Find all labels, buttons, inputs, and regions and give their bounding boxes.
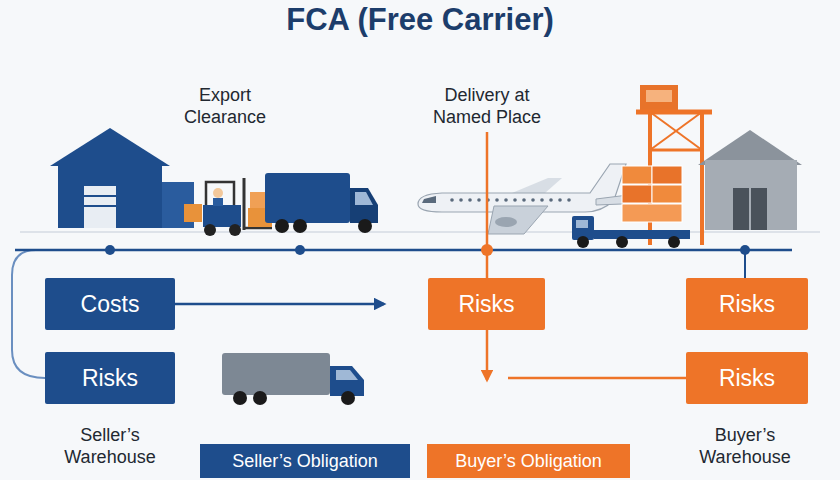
risk-line bbox=[508, 377, 686, 380]
wheel bbox=[293, 219, 307, 233]
delivery-marker bbox=[486, 132, 489, 280]
wheel bbox=[233, 391, 247, 405]
wheel bbox=[616, 236, 628, 248]
truck-window bbox=[336, 370, 358, 380]
legend-text: Seller’s Obligation bbox=[232, 451, 377, 472]
place-label: Delivery at Named Place bbox=[422, 84, 552, 128]
buyer-warehouse-icon bbox=[698, 130, 802, 230]
warehouse-door bbox=[84, 186, 116, 228]
container-stack bbox=[622, 166, 682, 222]
wheel bbox=[668, 236, 680, 248]
wheel bbox=[253, 391, 267, 405]
driver-body bbox=[213, 198, 223, 206]
warehouse-door bbox=[733, 188, 767, 230]
crane-brace bbox=[650, 112, 702, 150]
cost-arrow bbox=[175, 303, 384, 306]
obligation-box: Costs bbox=[45, 278, 175, 330]
crane-brace bbox=[650, 149, 702, 152]
fuselage bbox=[418, 164, 626, 212]
wheel bbox=[358, 219, 372, 233]
far-wing bbox=[512, 178, 562, 193]
seller-warehouse-icon bbox=[50, 128, 194, 228]
risk-transfer-arrow bbox=[486, 330, 489, 380]
legend-swatch: Seller’s Obligation bbox=[200, 444, 410, 478]
box-label: Risks bbox=[82, 365, 138, 392]
truck-cab bbox=[350, 188, 378, 223]
wheel bbox=[577, 236, 589, 248]
legend-swatch: Buyer’s Obligation bbox=[427, 444, 630, 478]
truck-trailer bbox=[222, 353, 330, 395]
place-label: Export Clearance bbox=[165, 84, 285, 128]
wheel bbox=[204, 224, 216, 236]
airplane-icon bbox=[418, 164, 628, 234]
delivery-truck-icon bbox=[572, 216, 690, 248]
wheel bbox=[341, 391, 355, 405]
cockpit bbox=[422, 196, 436, 203]
timeline-dot bbox=[740, 245, 750, 255]
warehouse-roof bbox=[698, 130, 802, 165]
box-label: Risks bbox=[719, 291, 775, 318]
truck-window bbox=[576, 220, 588, 228]
door-stripe bbox=[84, 195, 116, 197]
truck-trailer bbox=[265, 173, 350, 223]
cargo-box bbox=[184, 204, 202, 222]
door-stripe bbox=[84, 205, 116, 207]
diagram-title: FCA (Free Carrier) bbox=[0, 2, 840, 38]
crane-window bbox=[646, 90, 672, 102]
near-wing bbox=[488, 206, 548, 234]
driver-head bbox=[213, 188, 223, 198]
crane-brace bbox=[650, 112, 702, 150]
forklift-icon bbox=[184, 178, 272, 236]
legend-text: Buyer’s Obligation bbox=[455, 451, 601, 472]
forklift-mast bbox=[243, 178, 246, 230]
wheel bbox=[275, 219, 289, 233]
box-label: Risks bbox=[458, 291, 514, 318]
container bbox=[622, 204, 682, 222]
timeline-dot bbox=[295, 245, 305, 255]
wheel bbox=[229, 224, 241, 236]
timeline-dot bbox=[481, 244, 493, 256]
timeline bbox=[15, 249, 792, 252]
obligation-box: Risks bbox=[428, 278, 545, 330]
forklift-body bbox=[203, 205, 241, 227]
crane-cabin bbox=[640, 85, 678, 110]
container bbox=[622, 185, 652, 203]
window-row bbox=[450, 198, 571, 202]
warehouse-wall bbox=[705, 160, 797, 230]
container bbox=[652, 185, 682, 203]
warehouse-roof bbox=[50, 128, 170, 166]
obligation-box: Risks bbox=[686, 352, 808, 404]
warehouse-wall bbox=[58, 162, 162, 228]
box-label: Risks bbox=[719, 365, 775, 392]
place-label: Buyer’s Warehouse bbox=[675, 424, 815, 468]
timeline-dot bbox=[105, 245, 115, 255]
obligation-box: Risks bbox=[45, 352, 175, 404]
engine bbox=[495, 217, 517, 227]
forklift-fork bbox=[244, 227, 272, 230]
place-label: Seller’s Warehouse bbox=[40, 424, 180, 468]
door-split bbox=[749, 188, 751, 230]
container bbox=[622, 166, 652, 184]
container bbox=[652, 166, 682, 184]
box-label: Costs bbox=[81, 291, 140, 318]
truck-window bbox=[355, 192, 373, 205]
forklift-guard bbox=[206, 182, 234, 205]
trailer-truck-icon bbox=[222, 353, 364, 405]
export-truck-icon bbox=[265, 173, 378, 233]
obligation-box: Risks bbox=[686, 278, 808, 330]
crane-leg bbox=[700, 112, 704, 245]
